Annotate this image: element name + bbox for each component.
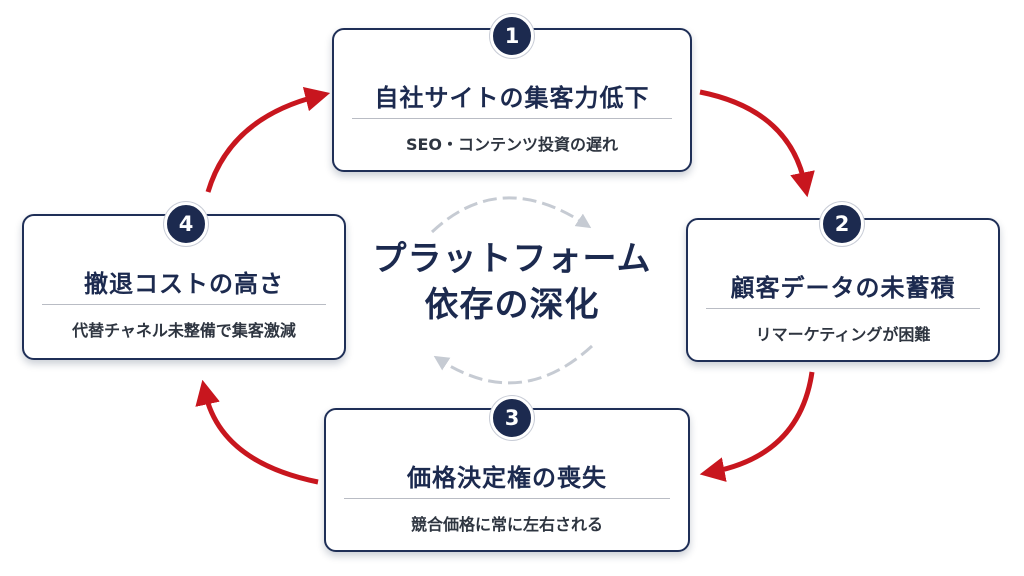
arrow-1-to-2 <box>699 89 815 198</box>
arrow-2-to-3 <box>699 371 815 482</box>
step-number-badge-1: 1 <box>490 14 534 58</box>
step-card-3: 価格決定権の喪失 競合価格に常に左右される <box>324 408 690 552</box>
arrow-4-to-1 <box>205 86 331 193</box>
step-title: 顧客データの未蓄積 <box>730 274 956 302</box>
step-number-badge-2: 2 <box>820 202 864 246</box>
center-cycle-arrow-top <box>430 196 592 234</box>
step-subtitle: 代替チャネル未整備で集客激減 <box>72 321 296 340</box>
step-title: 価格決定権の喪失 <box>407 464 607 492</box>
center-title: プラットフォーム 依存の深化 <box>360 236 664 328</box>
step-card-1: 自社サイトの集客力低下 SEO・コンテンツ投資の遅れ <box>332 28 692 172</box>
center-title-line-2: 依存の深化 <box>424 285 600 325</box>
divider <box>42 304 326 305</box>
step-subtitle: 競合価格に常に左右される <box>410 515 603 534</box>
step-title: 撤退コストの高さ <box>84 270 284 298</box>
arrow-3-to-4 <box>195 379 319 485</box>
divider <box>344 498 670 499</box>
center-cycle-arrow-bottom <box>433 344 594 385</box>
step-subtitle: リマーケティングが困難 <box>755 325 931 344</box>
step-number-badge-4: 4 <box>164 202 208 246</box>
divider <box>352 118 672 119</box>
step-card-4: 撤退コストの高さ 代替チャネル未整備で集客激減 <box>22 214 346 360</box>
center-title-line-1: プラットフォーム <box>372 239 652 279</box>
divider <box>706 308 980 309</box>
step-number-badge-3: 3 <box>490 396 534 440</box>
step-title: 自社サイトの集客力低下 <box>374 84 650 112</box>
step-subtitle: SEO・コンテンツ投資の遅れ <box>405 135 619 154</box>
